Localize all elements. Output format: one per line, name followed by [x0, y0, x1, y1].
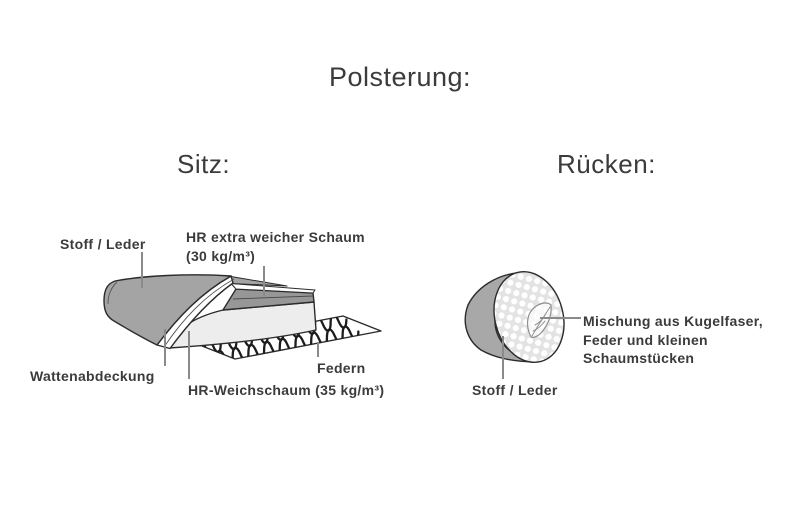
- label-seat-cover: Stoff / Leder: [60, 236, 146, 252]
- cover-spine-line: [107, 281, 118, 305]
- leader-seat-top-foam: [263, 266, 265, 296]
- label-back-filling-line1: Mischung aus Kugelfaser,: [583, 313, 763, 329]
- leader-seat-wadding: [164, 329, 166, 366]
- label-back-cover: Stoff / Leder: [472, 382, 558, 398]
- top-foam-seam: [232, 295, 314, 300]
- wadding-fold-line: [163, 278, 235, 348]
- leader-back-filling: [540, 317, 581, 319]
- label-seat-top-foam-line1: HR extra weicher Schaum: [186, 229, 365, 245]
- feather-icon: [526, 302, 552, 338]
- back-cushion-illustration: [464, 271, 565, 363]
- label-seat-springs: Federn: [317, 360, 366, 376]
- wadding-strip-shape: [230, 283, 316, 294]
- leader-seat-cover: [141, 252, 143, 288]
- seat-section-heading: Sitz:: [177, 149, 231, 179]
- label-seat-wadding: Wattenabdeckung: [30, 368, 155, 384]
- cover-shape: [103, 274, 232, 346]
- back-section-heading: Rücken:: [557, 149, 656, 179]
- page-title: Polsterung:: [328, 62, 472, 92]
- label-back-filling-line3: Schaumstücken: [583, 350, 695, 366]
- label-back-filling-line2: Feder und kleinen: [583, 331, 708, 348]
- seat-cushion-illustration: [103, 274, 382, 360]
- label-seat-top-foam: HR extra weicher Schaum (30 kg/m³): [186, 228, 365, 265]
- leader-seat-springs: [317, 342, 319, 357]
- label-seat-soft-foam: HR-Weichschaum (35 kg/m³): [188, 382, 385, 398]
- label-seat-top-foam-line2: (30 kg/m³): [186, 247, 256, 264]
- label-back-filling: Mischung aus Kugelfaser, Feder und klein…: [583, 312, 763, 368]
- leader-back-cover: [502, 336, 504, 379]
- leader-seat-soft-foam: [188, 331, 190, 379]
